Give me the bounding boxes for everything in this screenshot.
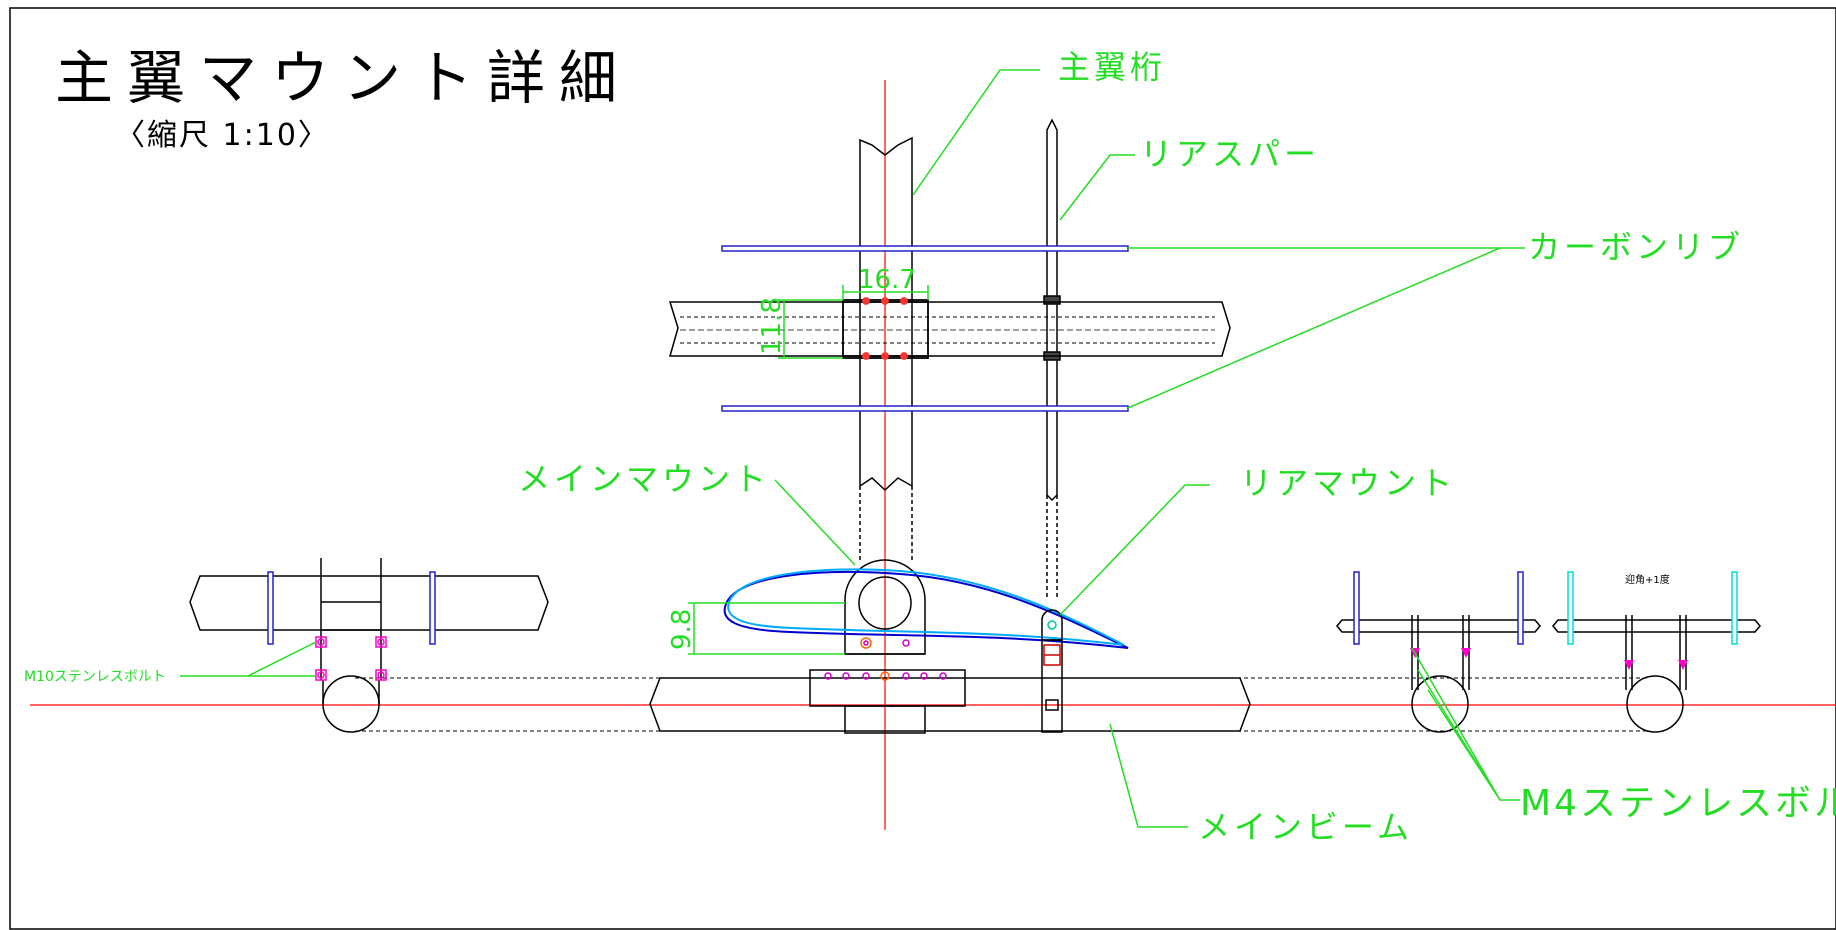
drawing-scale: 〈縮尺 1:10〉 bbox=[115, 118, 330, 153]
dim-label-9-8: 9.8 bbox=[667, 609, 697, 650]
dimension-11-8 bbox=[778, 299, 843, 359]
m10-bolts bbox=[315, 636, 387, 681]
right-view-2 bbox=[1552, 615, 1761, 733]
rear-mount-side bbox=[1041, 609, 1063, 733]
dimension-9-8 bbox=[688, 602, 845, 655]
label-rear-spar: リアスパー bbox=[1140, 135, 1320, 173]
dim-label-16-7: 16.7 bbox=[858, 265, 916, 295]
m4-bolts bbox=[1410, 648, 1688, 670]
drawing-frame bbox=[9, 7, 1836, 930]
label-main-spar: 主翼桁 bbox=[1058, 48, 1166, 86]
dim-label-11-8: 11.8 bbox=[757, 297, 787, 355]
label-main-mount: メインマウント bbox=[518, 460, 770, 498]
horizontal-spar bbox=[668, 301, 1231, 357]
label-m4-bolt: M4ステンレスボル bbox=[1520, 783, 1836, 824]
leader-lines bbox=[180, 69, 1525, 828]
dimension-16-7 bbox=[842, 285, 929, 300]
right-view-1 bbox=[1336, 615, 1541, 733]
left-spar-view bbox=[189, 558, 549, 733]
airfoil-section bbox=[723, 568, 1129, 649]
right-ribs-2 bbox=[1567, 571, 1738, 645]
label-rear-mount: リアマウント bbox=[1240, 464, 1456, 502]
angle-note: 迎角+1度 bbox=[1625, 573, 1670, 586]
left-ribs bbox=[267, 571, 436, 645]
right-ribs-1 bbox=[1353, 571, 1524, 645]
main-mount-side bbox=[809, 559, 966, 734]
main-mount-bolts bbox=[824, 637, 947, 681]
main-spar bbox=[859, 136, 913, 560]
label-carbon-rib: カーボンリブ bbox=[1528, 228, 1744, 266]
label-main-beam: メインビーム bbox=[1198, 808, 1413, 846]
rear-spar bbox=[1043, 118, 1061, 600]
drawing-title: 主翼マウント詳細 bbox=[55, 44, 631, 112]
main-mount-clamp bbox=[842, 297, 929, 360]
label-m10-bolt: M10ステンレスボルト bbox=[24, 669, 166, 685]
